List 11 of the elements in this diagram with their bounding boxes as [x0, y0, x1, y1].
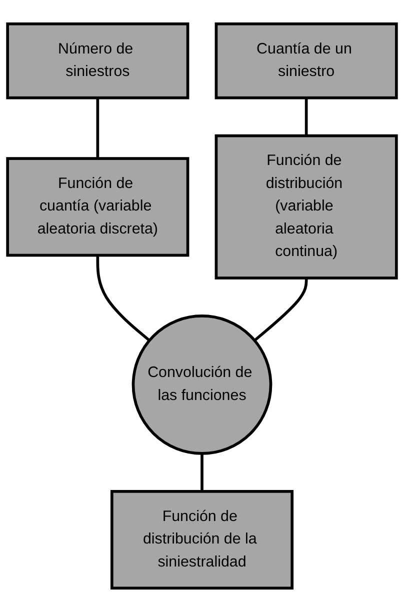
node-circle: Convolución de las funciones — [132, 314, 272, 455]
connector — [96, 98, 100, 159]
connector — [304, 98, 308, 136]
connector — [200, 453, 204, 492]
connector — [96, 255, 150, 342]
node-box: Función de distribución (variable aleatoria continua) — [214, 134, 398, 280]
connector — [254, 278, 308, 342]
node-box: Cuantía de un siniestro — [214, 22, 398, 100]
node-box: Función de cuantía (variable aleatoria discreta) — [6, 157, 190, 257]
node-box: Función de distribución de la siniestralidad — [110, 490, 294, 590]
node-box: Número de siniestros — [6, 22, 190, 100]
